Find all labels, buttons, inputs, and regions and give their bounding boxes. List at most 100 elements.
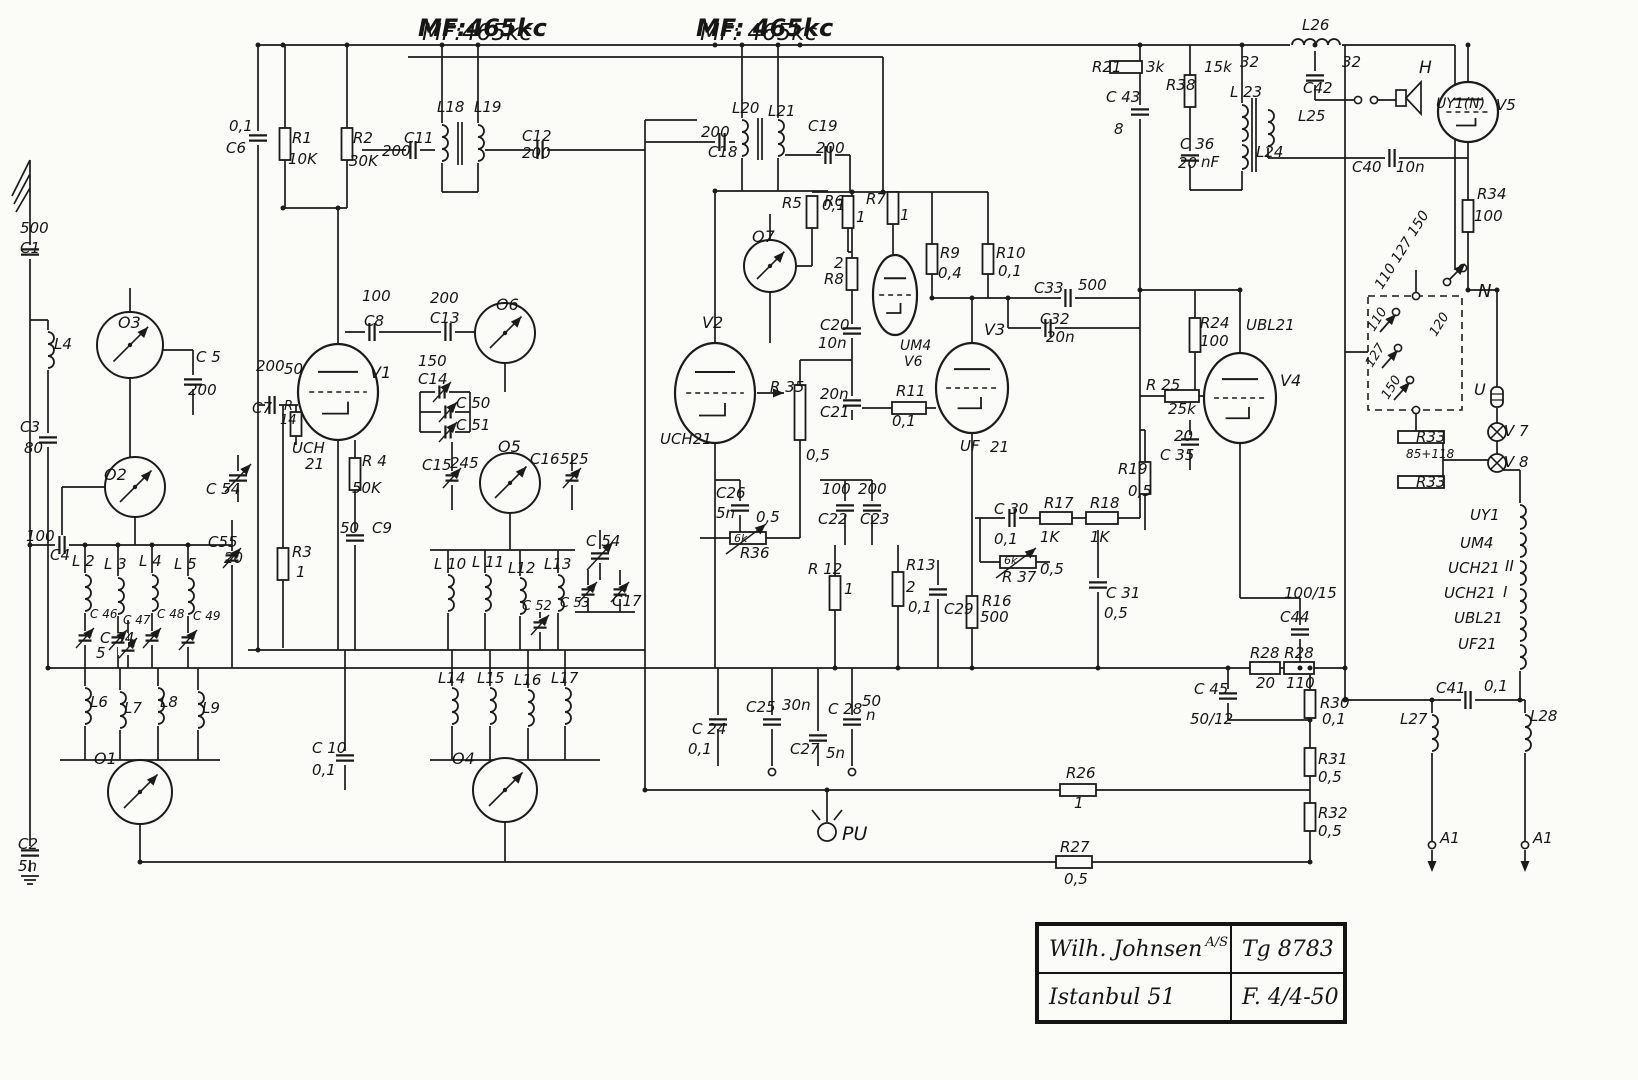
- schematic-label: C22: [818, 510, 848, 528]
- resistor-symbol: [1397, 475, 1445, 489]
- schematic-label: C4: [50, 546, 70, 564]
- schematic-label: C17: [612, 592, 642, 610]
- schematic-label: O5: [498, 437, 521, 456]
- junction-dot: [929, 295, 935, 301]
- schematic-label: 20: [224, 549, 243, 567]
- schematic-label: C 54: [206, 480, 240, 498]
- trimmer-arrowhead: [186, 630, 197, 642]
- schematic-label: C 5: [196, 348, 221, 366]
- junction-dot: [797, 42, 803, 48]
- junction-dot: [280, 42, 286, 48]
- schematic-label: 200: [858, 480, 887, 498]
- schematic-label: 0,1: [822, 196, 846, 214]
- cap-gap: [1088, 578, 1108, 592]
- capacitor-symbol: [1008, 509, 1016, 527]
- schematic-label: 200: [522, 144, 551, 162]
- schematic-label: R8: [824, 270, 844, 288]
- schematic-label: R17: [1044, 494, 1074, 512]
- capacitor-symbol: [763, 718, 781, 726]
- schematic-label: C42: [1303, 79, 1333, 97]
- schematic-label: 245: [450, 454, 479, 472]
- schematic-label: A1: [1439, 829, 1460, 847]
- resistor-symbol: [289, 411, 303, 437]
- trimmer-arrowhead: [83, 628, 94, 640]
- schematic-label: 0,1: [998, 262, 1022, 280]
- schematic-label: 6k: [1004, 554, 1018, 567]
- schematic-label: 120: [1427, 310, 1453, 339]
- resistor-symbol: [886, 191, 900, 225]
- junction-dot: [1307, 717, 1313, 723]
- schematic-label: L 10: [434, 555, 466, 573]
- schematic-label: R28 R28: [1250, 644, 1314, 662]
- switch-pivot: [132, 484, 138, 490]
- schematic-label: MF: 465kc: [700, 20, 818, 46]
- capacitor-symbol: [1064, 289, 1072, 307]
- arrow-icon: [1454, 264, 1465, 275]
- schematic-label: UY1: [1470, 506, 1500, 524]
- title-block-date-cell: F. 4/4-50: [1231, 973, 1344, 1021]
- schematic-label: 50: [284, 360, 303, 378]
- schematic-label: C14: [418, 370, 448, 388]
- capacitor-symbol: [836, 504, 854, 512]
- schematic-label: 100/15: [1284, 584, 1337, 602]
- coil-symbol: [151, 574, 159, 612]
- capacitor-symbol: [591, 552, 609, 560]
- coil-mask: [478, 573, 492, 613]
- capacitor-symbol: [536, 141, 544, 159]
- junction-dot: [1239, 42, 1245, 48]
- coil-symbol: [187, 577, 195, 615]
- schematic-label: UCH21: [660, 430, 712, 448]
- schematic-label: C 45: [1194, 680, 1228, 698]
- schematic-label: L20: [732, 99, 759, 117]
- coil-symbol: [741, 119, 749, 157]
- company-name: Wilh. Johnsen: [1049, 936, 1203, 962]
- coil-mask: [1235, 103, 1249, 143]
- coil-symbol: [1519, 616, 1527, 642]
- schematic-label: 0,1: [908, 598, 932, 616]
- schematic-label: C18: [708, 143, 738, 161]
- schematic-label: 10n: [818, 334, 847, 352]
- schematic-label: 0,1: [312, 761, 336, 779]
- schematic-label: R18: [1090, 494, 1120, 512]
- trimmer-arrowhead: [440, 382, 451, 394]
- schematic-label: U: [1474, 380, 1486, 399]
- schematic-label: R5: [782, 194, 802, 212]
- resistor-symbol: [1164, 389, 1200, 403]
- schematic-label: C1: [20, 239, 40, 257]
- junction-dot: [335, 205, 341, 211]
- schematic-label: A1: [1532, 829, 1553, 847]
- schematic-label: 0,5: [756, 508, 780, 526]
- schematic-label: 8: [1114, 120, 1124, 138]
- coil-mask: [435, 123, 449, 163]
- schematic-label: C 10: [312, 739, 346, 757]
- schematic-label: R33: [1416, 473, 1446, 491]
- schematic-label: 100: [1474, 207, 1503, 225]
- junction-dot: [739, 42, 745, 48]
- coil-mask: [558, 686, 572, 726]
- if-frequency-label-1: MF:465kc: [418, 14, 547, 42]
- junction-dot: [1494, 287, 1500, 293]
- coil-symbol: [1524, 714, 1532, 752]
- coil-symbol: [157, 687, 165, 725]
- trimmer-arrowhead: [230, 548, 241, 560]
- capacitor-symbol: [1181, 438, 1199, 446]
- schematic-label: L 23: [1230, 83, 1262, 101]
- cap-gap: [1130, 105, 1150, 119]
- schematic-label: 3k: [1146, 58, 1166, 76]
- resistor-symbol: [891, 401, 927, 415]
- schematic-label: L 2: [72, 552, 95, 570]
- trimmer-arrowhead: [116, 630, 127, 642]
- coil-symbol: [1519, 588, 1527, 614]
- schematic-label: I: [1503, 583, 1508, 601]
- schematic-label: R 4: [362, 452, 387, 470]
- coil-mask: [513, 576, 527, 616]
- schematic-label: C 52: [522, 599, 552, 614]
- schematic-label: 150: [418, 352, 447, 370]
- resistor-symbol: [348, 457, 362, 491]
- drawing-date: F. 4/4-50: [1242, 984, 1339, 1010]
- junction-dot: [137, 859, 143, 865]
- capacitor-symbol: [1089, 581, 1107, 589]
- switch-pivot: [502, 330, 508, 336]
- schematic-label: 21: [990, 438, 1009, 456]
- coil-mask: [521, 688, 535, 728]
